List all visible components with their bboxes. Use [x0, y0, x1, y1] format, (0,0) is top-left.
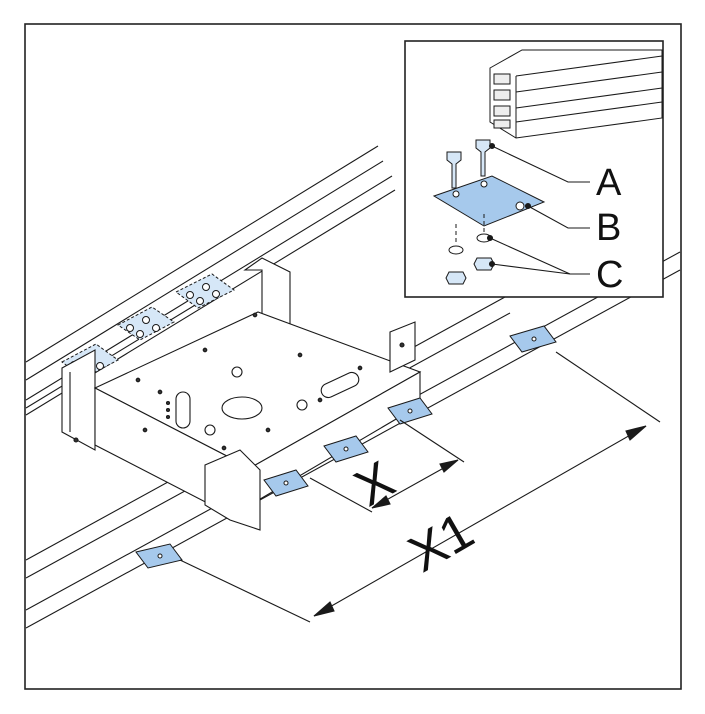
fastener-set	[432, 139, 546, 285]
mounting-plate-assembly	[61, 257, 422, 531]
aluminium-profile	[489, 49, 663, 139]
callout-b: B	[596, 207, 621, 249]
plate-b	[432, 175, 546, 227]
dimension-x	[309, 419, 465, 513]
fixing-plates	[135, 325, 557, 569]
callout-leaders	[486, 142, 590, 275]
callout-a: A	[596, 162, 622, 204]
dimension-x1	[179, 351, 661, 623]
callout-c: C	[596, 254, 623, 296]
